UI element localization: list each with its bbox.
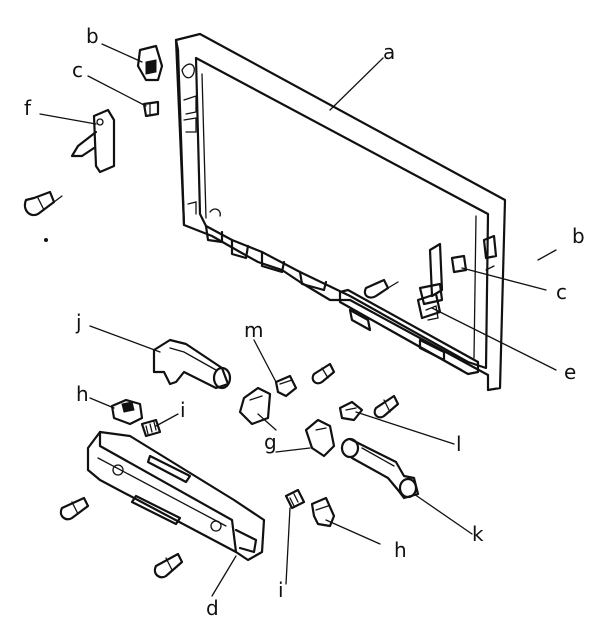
part-c-clip-right xyxy=(450,254,468,274)
screw-lower-center xyxy=(153,552,184,579)
stray-dot xyxy=(44,238,48,242)
screw-m xyxy=(311,362,336,385)
callout-m: m xyxy=(244,318,264,342)
part-l-spring xyxy=(338,400,364,422)
callout-a: a xyxy=(383,40,396,64)
part-d-housing xyxy=(86,430,266,562)
screw-center xyxy=(363,278,399,299)
part-h-block-left xyxy=(110,398,144,426)
part-g-catch xyxy=(238,386,336,458)
screw-lower-left xyxy=(59,496,90,521)
callout-b-right: b xyxy=(572,224,585,248)
callout-h-left: h xyxy=(76,382,89,406)
callout-i-bottom: i xyxy=(278,578,284,602)
part-k-shaft xyxy=(340,437,420,500)
part-j-lever xyxy=(152,338,232,390)
part-m-spring xyxy=(274,374,298,398)
part-f-hook xyxy=(70,108,116,174)
screw-l xyxy=(373,394,400,419)
callout-k: k xyxy=(472,522,484,546)
leader-lines xyxy=(39,43,557,597)
callout-e: e xyxy=(564,360,577,384)
part-b-bracket-top xyxy=(136,44,164,82)
part-a-frame xyxy=(174,32,507,392)
part-i-spring-bottom xyxy=(284,488,306,510)
callout-c-right: c xyxy=(556,280,567,304)
screw-upper-left xyxy=(23,190,63,217)
callout-g: g xyxy=(264,430,277,454)
callout-l: l xyxy=(456,432,462,456)
part-h-bracket-bottom xyxy=(310,496,336,528)
part-c-clip-top xyxy=(142,100,160,118)
callout-h-bottom: h xyxy=(394,538,407,562)
callout-j: j xyxy=(76,310,82,334)
part-i-spring-left xyxy=(140,418,162,438)
callout-f: f xyxy=(24,96,32,120)
callout-b-top: b xyxy=(86,24,99,48)
callout-d: d xyxy=(206,596,219,620)
callout-i-left: i xyxy=(180,398,186,422)
callout-c-top: c xyxy=(72,58,83,82)
